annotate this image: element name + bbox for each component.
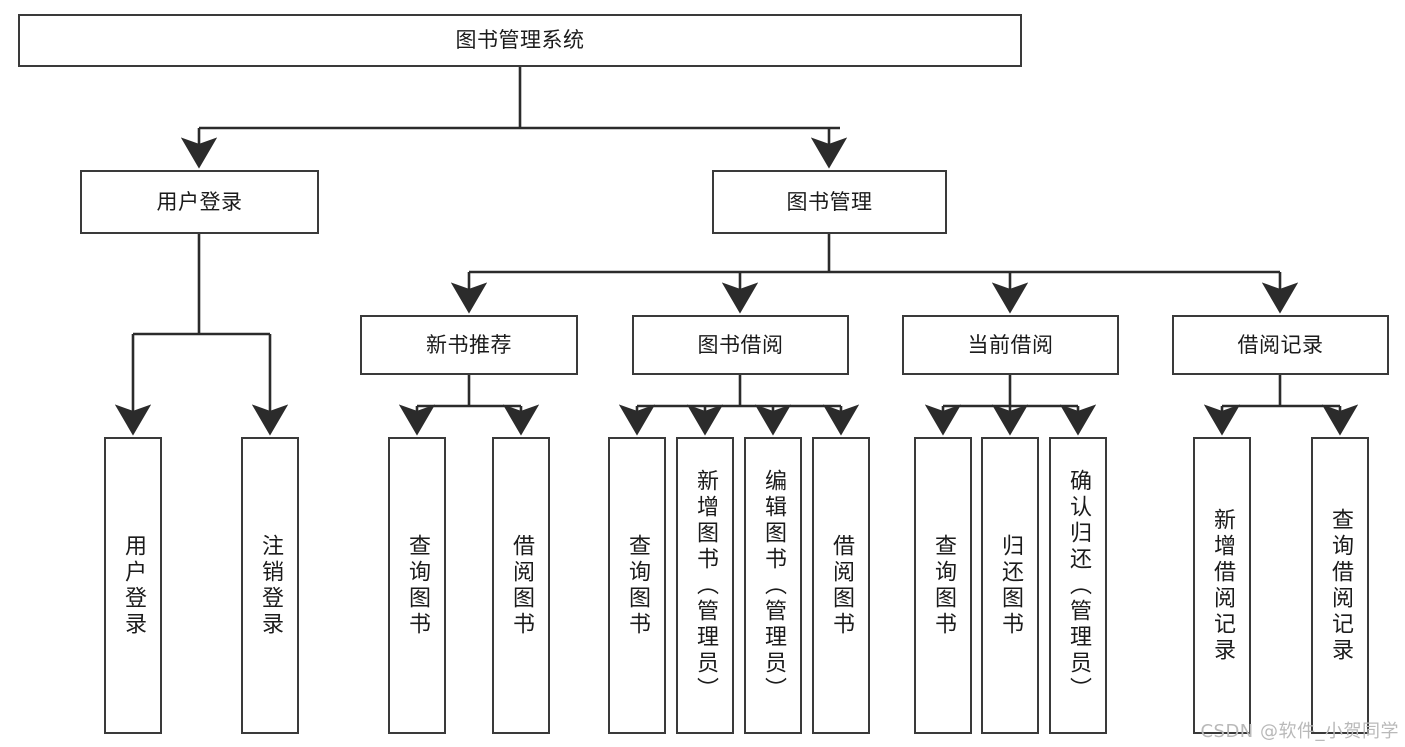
node-leaf-borrow-book-1-label: 借阅图书 (508, 533, 534, 638)
node-leaf-query-book-3-label: 查询图书 (930, 533, 956, 638)
node-book-manage-label: 图书管理 (786, 189, 873, 214)
node-leaf-logout[interactable]: 注销登录 (241, 437, 299, 734)
node-leaf-edit-book[interactable]: 编辑图书（管理员） (744, 437, 802, 734)
node-leaf-query-book-2-label: 查询图书 (624, 533, 650, 638)
node-new-book-rec[interactable]: 新书推荐 (360, 315, 578, 375)
node-leaf-query-record[interactable]: 查询借阅记录 (1311, 437, 1369, 734)
node-new-book-rec-label: 新书推荐 (426, 332, 512, 357)
node-leaf-logout-label: 注销登录 (257, 533, 283, 638)
node-borrow-record-label: 借阅记录 (1237, 332, 1324, 357)
node-leaf-return-book[interactable]: 归还图书 (981, 437, 1039, 734)
node-leaf-query-book-3[interactable]: 查询图书 (914, 437, 972, 734)
node-current-borrow[interactable]: 当前借阅 (902, 315, 1119, 375)
node-leaf-borrow-book-2-label: 借阅图书 (828, 533, 854, 638)
node-leaf-query-record-label: 查询借阅记录 (1327, 507, 1353, 664)
node-root-system-label: 图书管理系统 (455, 28, 585, 53)
node-book-manage[interactable]: 图书管理 (712, 170, 947, 234)
node-leaf-confirm-return[interactable]: 确认归还（管理员） (1049, 437, 1107, 734)
node-leaf-borrow-book-1[interactable]: 借阅图书 (492, 437, 550, 734)
node-leaf-query-book-1[interactable]: 查询图书 (388, 437, 446, 734)
node-leaf-borrow-book-2[interactable]: 借阅图书 (812, 437, 870, 734)
node-leaf-query-book-2[interactable]: 查询图书 (608, 437, 666, 734)
node-leaf-query-book-1-label: 查询图书 (404, 533, 430, 638)
node-leaf-add-book[interactable]: 新增图书（管理员） (676, 437, 734, 734)
node-root-system[interactable]: 图书管理系统 (18, 14, 1022, 67)
node-borrow-record[interactable]: 借阅记录 (1172, 315, 1389, 375)
node-leaf-user-login-label: 用户登录 (120, 533, 146, 638)
csdn-watermark: CSDN @软件_小贺同学 (1200, 721, 1399, 742)
node-leaf-user-login[interactable]: 用户登录 (104, 437, 162, 734)
node-leaf-add-book-label: 新增图书（管理员） (692, 468, 718, 703)
node-leaf-add-record[interactable]: 新增借阅记录 (1193, 437, 1251, 734)
node-book-borrow[interactable]: 图书借阅 (632, 315, 849, 375)
node-leaf-edit-book-label: 编辑图书（管理员） (760, 468, 786, 703)
node-current-borrow-label: 当前借阅 (967, 332, 1054, 357)
node-leaf-confirm-return-label: 确认归还（管理员） (1065, 468, 1091, 703)
node-leaf-add-record-label: 新增借阅记录 (1209, 507, 1235, 664)
node-book-borrow-label: 图书借阅 (697, 332, 784, 357)
node-user-login[interactable]: 用户登录 (80, 170, 319, 234)
node-user-login-label: 用户登录 (156, 189, 243, 214)
node-leaf-return-book-label: 归还图书 (997, 533, 1023, 638)
